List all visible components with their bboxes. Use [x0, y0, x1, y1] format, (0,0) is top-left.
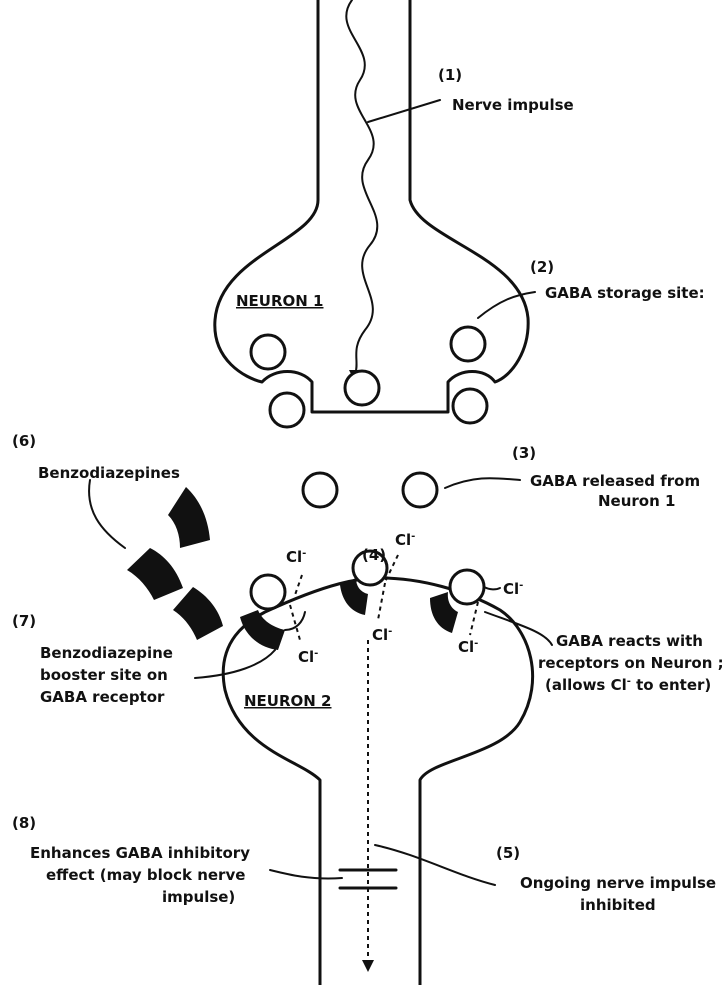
label-chloride: Cl-	[286, 548, 306, 566]
label-booster-line1: Benzodiazepine	[40, 644, 173, 662]
label-number-6: (6)	[12, 432, 36, 450]
label-enhances-line2: effect (may block nerve	[46, 866, 245, 884]
label-enhances-line3: impulse)	[162, 888, 235, 906]
cl-entry-path	[295, 575, 302, 595]
label-number-4: (4)	[362, 546, 386, 564]
gaba-vesicle	[451, 327, 485, 361]
label-number-1: (1)	[438, 66, 462, 84]
label-number-2: (2)	[530, 258, 554, 276]
benzodiazepines-leader	[89, 480, 125, 548]
label-booster-line3: GABA receptor	[40, 688, 165, 706]
gaba-vesicle	[251, 335, 285, 369]
label-ongoing-line1: Ongoing nerve impulse	[520, 874, 716, 892]
label-chloride: Cl-	[298, 648, 318, 666]
nerve-impulse-leader	[368, 100, 440, 122]
cl-entry-path	[470, 602, 478, 635]
label-chloride: Cl-	[458, 638, 478, 656]
benzodiazepine-molecule	[173, 587, 223, 640]
bound-gaba	[450, 570, 484, 604]
released-gaba-leader	[445, 478, 520, 488]
cl-entry-path	[290, 605, 300, 640]
label-number-5: (5)	[496, 844, 520, 862]
label-number-8: (8)	[12, 814, 36, 832]
label-gaba-reacts-line3: (allows Cl- to enter)	[545, 676, 711, 694]
gaba-vesicle	[345, 371, 379, 405]
label-ongoing-line2: inhibited	[580, 896, 656, 914]
benzodiazepine-molecule	[168, 487, 210, 548]
label-number-3: (3)	[512, 444, 536, 462]
label-gaba-storage: GABA storage site:	[545, 284, 705, 302]
label-booster-line2: booster site on	[40, 666, 168, 684]
gaba-vesicle-fusing	[270, 393, 304, 427]
nerve-impulse-wave	[346, 0, 377, 375]
released-gaba	[403, 473, 437, 507]
label-gaba-released-line1: GABA released from	[530, 472, 700, 490]
booster-site-leader	[195, 650, 275, 678]
label-gaba-reacts-line2: receptors on Neuron ;	[538, 654, 723, 672]
label-gaba-released-line2: Neuron 1	[598, 492, 675, 510]
enhances-leader	[270, 870, 342, 878]
label-gaba-reacts-line1: GABA reacts with	[556, 632, 703, 650]
ongoing-inhibited-leader	[375, 845, 495, 885]
label-chloride: Cl-	[372, 626, 392, 644]
gaba-vesicle-fusing	[453, 389, 487, 423]
label-enhances-line1: Enhances GABA inhibitory	[30, 844, 250, 862]
cl-entry-path	[378, 583, 385, 620]
label-chloride: Cl-	[503, 580, 523, 598]
label-benzodiazepines: Benzodiazepines	[38, 464, 180, 482]
label-neuron-2: NEURON 2	[244, 692, 332, 710]
label-neuron-1: NEURON 1	[236, 292, 324, 310]
inhibited-impulse-arrowhead	[362, 960, 374, 972]
label-chloride: Cl-	[395, 531, 415, 549]
benzodiazepine-booster-site	[240, 610, 285, 650]
bound-gaba	[251, 575, 285, 609]
released-gaba	[303, 473, 337, 507]
cl-leader	[484, 587, 500, 589]
label-number-7: (7)	[12, 612, 36, 630]
benzodiazepine-molecule	[127, 548, 183, 600]
label-nerve-impulse: Nerve impulse	[452, 96, 574, 114]
